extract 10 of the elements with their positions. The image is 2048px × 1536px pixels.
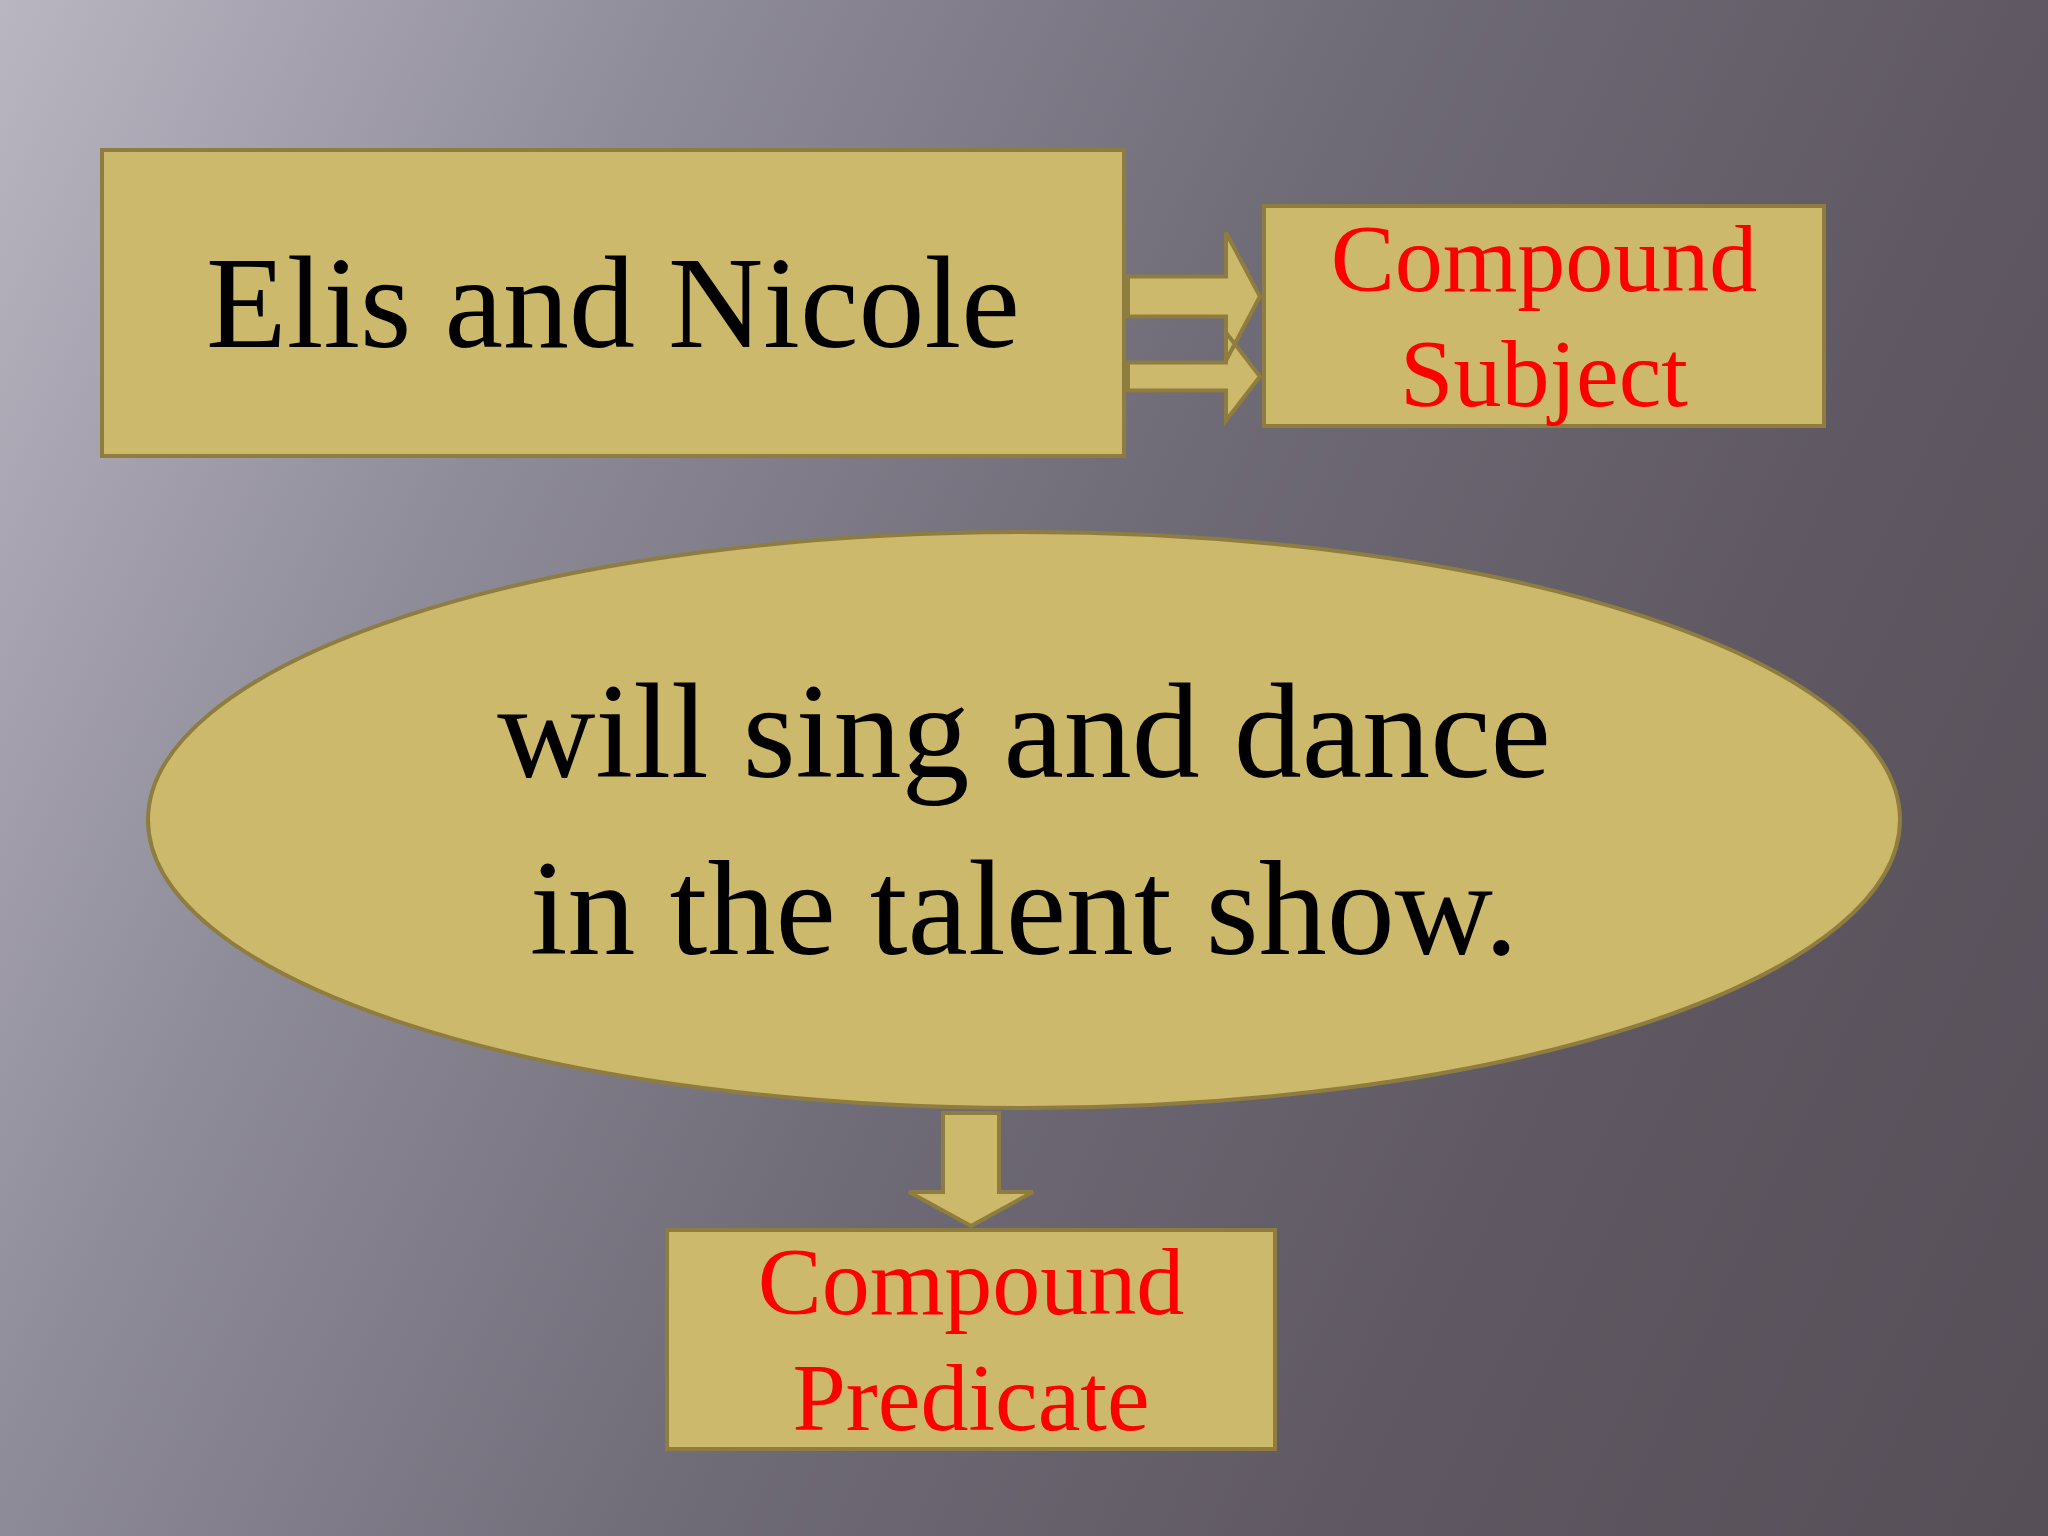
block-arrow xyxy=(1126,230,1263,427)
block-arrow xyxy=(907,1111,1035,1229)
text-box xyxy=(100,148,1126,458)
node-text: Compound Predicate xyxy=(756,1227,1186,1453)
ellipse-shape xyxy=(145,529,1903,1111)
node-text: Elis and Nicole xyxy=(206,227,1020,378)
node-text: Compound Subject xyxy=(1329,203,1759,429)
text-box xyxy=(1262,204,1826,428)
node-text: will sing and dance in the talent show. xyxy=(496,655,1552,985)
text-box xyxy=(665,1228,1277,1451)
